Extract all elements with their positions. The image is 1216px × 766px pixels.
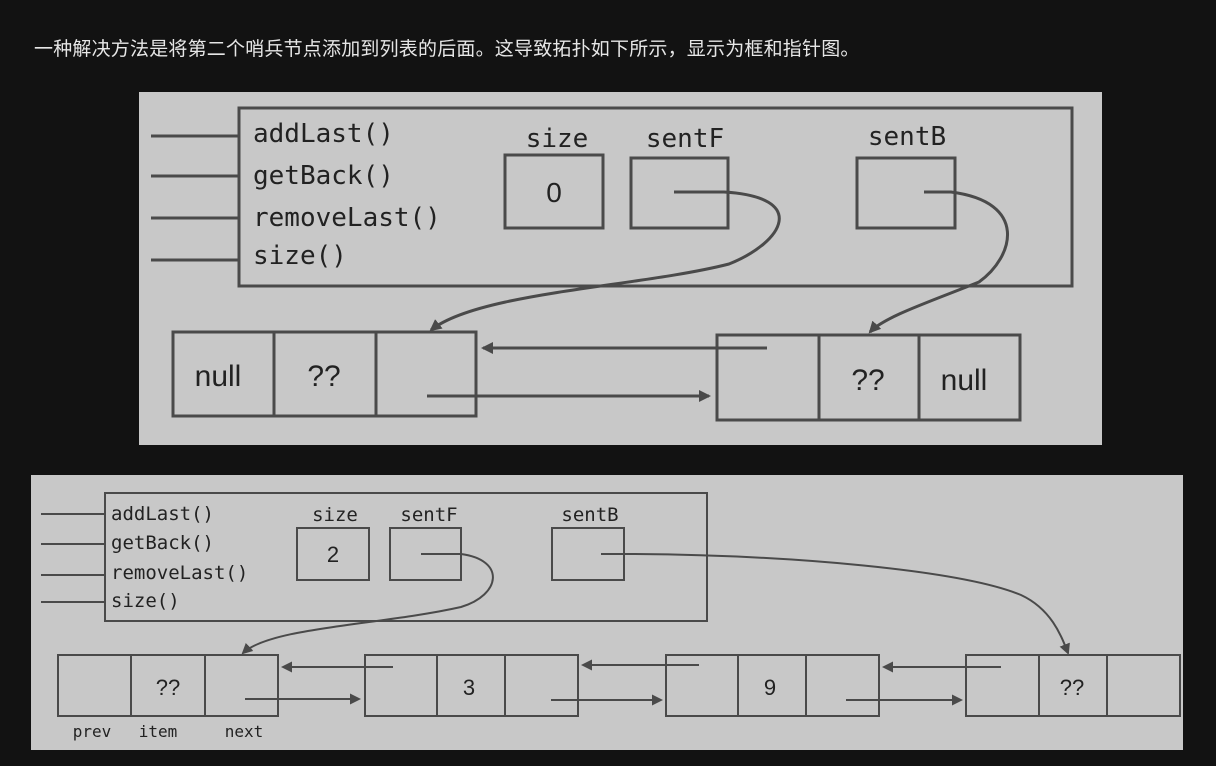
front-sentinel-node [57,654,279,717]
node-item-value: ?? [156,675,180,700]
size-field-label: size [526,124,589,154]
size-field-box [296,527,370,581]
sentB-pointer-arrow [868,190,1009,334]
size-field-box [503,153,605,230]
method-label: size() [253,241,347,271]
method-label: getBack() [253,161,394,191]
back-item-value: ?? [851,364,884,397]
front-item-value: ?? [307,360,340,393]
front-prev-value: null [195,360,242,393]
front-sentinel-node [171,330,478,418]
sentF-field-label: sentF [400,504,457,526]
size-value: 0 [546,177,562,208]
object-box [237,106,1074,288]
node-item-value: ?? [1060,675,1084,700]
caption-text: 一种解决方法是将第二个哨兵节点添加到列表的后面。这导致拓扑如下所示，显示为框和指… [34,38,860,60]
list-node [364,654,579,717]
item-field-caption: item [139,722,178,741]
object-box [104,492,708,622]
sentF-pointer-arrow [429,190,781,332]
back-next-value: null [941,364,988,397]
node-item-value: 9 [764,675,776,700]
method-label: addLast() [111,503,214,525]
sentB-field-label: sentB [868,122,946,152]
method-label: size() [111,590,180,612]
method-label: removeLast() [253,203,441,233]
node-item-value: 3 [463,675,475,700]
sentB-pointer-arrow [601,553,1070,655]
method-label: removeLast() [111,562,248,584]
method-label: addLast() [253,119,394,149]
list-node [665,654,880,717]
back-sentinel-node [715,333,1022,422]
method-label: getBack() [111,532,214,554]
box-pointer-diagram-empty: addLast() getBack() removeLast() size() … [139,92,1102,445]
prev-field-caption: prev [73,722,112,741]
next-field-caption: next [225,722,264,741]
sentF-pointer-arrow [241,553,494,655]
size-field-label: size [312,504,358,526]
sentF-field-label: sentF [646,124,724,154]
size-value: 2 [327,542,339,567]
sentB-field-label: sentB [561,504,618,526]
back-sentinel-node [965,654,1181,717]
box-pointer-diagram-two-items: addLast() getBack() removeLast() size() … [31,475,1183,750]
